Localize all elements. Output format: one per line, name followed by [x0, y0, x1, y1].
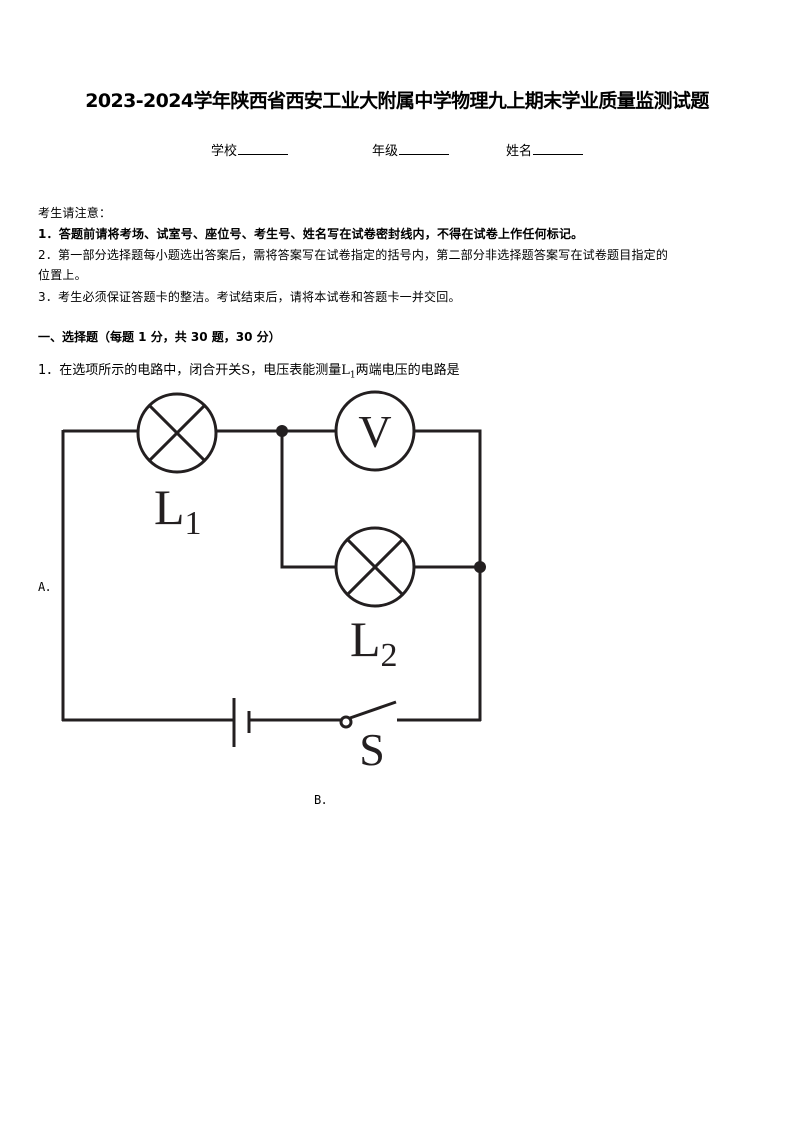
- notice-item-2-text: 第一部分选择题每小题选出答案后，需将答案写在试卷指定的括号内，第二部分非选择题答…: [58, 248, 669, 262]
- notice-item-1: 1．答题前请将考场、试室号、座位号、考生号、姓名写在试卷密封线内，不得在试卷上作…: [38, 225, 583, 242]
- l2-label-main: L: [350, 611, 381, 667]
- grade-label: 年级: [372, 144, 399, 159]
- question-number: 1．: [38, 363, 60, 378]
- notice-item-3-num: 3．: [38, 290, 59, 304]
- school-blank[interactable]: [238, 142, 289, 155]
- question-text-after: 两端电压的电路是: [355, 363, 460, 378]
- l1-label-main: L: [154, 479, 185, 535]
- page-title: 2023-2024学年陕西省西安工业大附属中学物理九上期末学业质量监测试题: [85, 90, 709, 112]
- school-field[interactable]: 学校: [211, 140, 289, 159]
- grade-field[interactable]: 年级: [372, 140, 450, 159]
- name-label: 姓名: [506, 144, 533, 159]
- switch-icon: [339, 700, 397, 729]
- notice-item-2-continuation: 位置上。: [38, 268, 87, 282]
- l1-label: L1: [154, 479, 202, 542]
- notice-item-2-num: 2．: [38, 248, 59, 262]
- question-text-before: 在选项所示的电路中，闭合开关: [59, 363, 242, 378]
- notice-item-1-text: 答题前请将考场、试室号、座位号、考生号、姓名写在试卷密封线内，不得在试卷上作任何…: [58, 227, 584, 241]
- voltmeter-symbol: V: [358, 406, 391, 457]
- l2-label-sub: 2: [381, 637, 398, 674]
- switch-label: S: [359, 724, 385, 775]
- lamp-l1-icon: [136, 392, 218, 474]
- l2-label: L2: [350, 611, 398, 674]
- wire-junction-down: [280, 431, 336, 569]
- battery-icon: [232, 698, 251, 747]
- wire-voltmeter-right: [414, 429, 482, 721]
- section-heading: 一、选择题（每题 1 分，共 30 题，30 分）: [38, 330, 281, 344]
- switch-symbol: S: [241, 363, 251, 378]
- notice-item-2: 2．第一部分选择题每小题选出答案后，需将答案写在试卷指定的括号内，第二部分非选择…: [38, 246, 668, 263]
- notice-heading: 考生请注意：: [38, 206, 112, 220]
- grade-blank[interactable]: [399, 142, 450, 155]
- lamp-l2-icon: [334, 526, 416, 608]
- l1-label-sub: 1: [185, 505, 202, 542]
- option-a-label[interactable]: A．: [38, 580, 58, 594]
- voltmeter-icon: [334, 390, 416, 472]
- junction-dot-right: [474, 561, 486, 573]
- notice-item-3: 3．考生必须保证答题卡的整洁。考试结束后，请将本试卷和答题卡一并交回。: [38, 288, 461, 305]
- circuit-diagram: V L1 L2 S: [61, 390, 486, 775]
- school-label: 学校: [211, 144, 238, 159]
- name-field[interactable]: 姓名: [506, 140, 584, 159]
- question-1: 1．在选项所示的电路中，闭合开关S，电压表能测量L1两端电压的电路是: [38, 359, 460, 381]
- option-b-label[interactable]: B．: [314, 793, 334, 807]
- junction-dot-top: [276, 425, 288, 437]
- notice-item-3-text: 考生必须保证答题卡的整洁。考试结束后，请将本试卷和答题卡一并交回。: [58, 290, 461, 304]
- lamp-symbol: L: [341, 363, 350, 378]
- lamp-subscript: 1: [349, 370, 356, 381]
- question-text-middle: ，电压表能测量: [250, 363, 342, 378]
- notice-item-1-num: 1．: [38, 227, 59, 241]
- name-blank[interactable]: [533, 142, 584, 155]
